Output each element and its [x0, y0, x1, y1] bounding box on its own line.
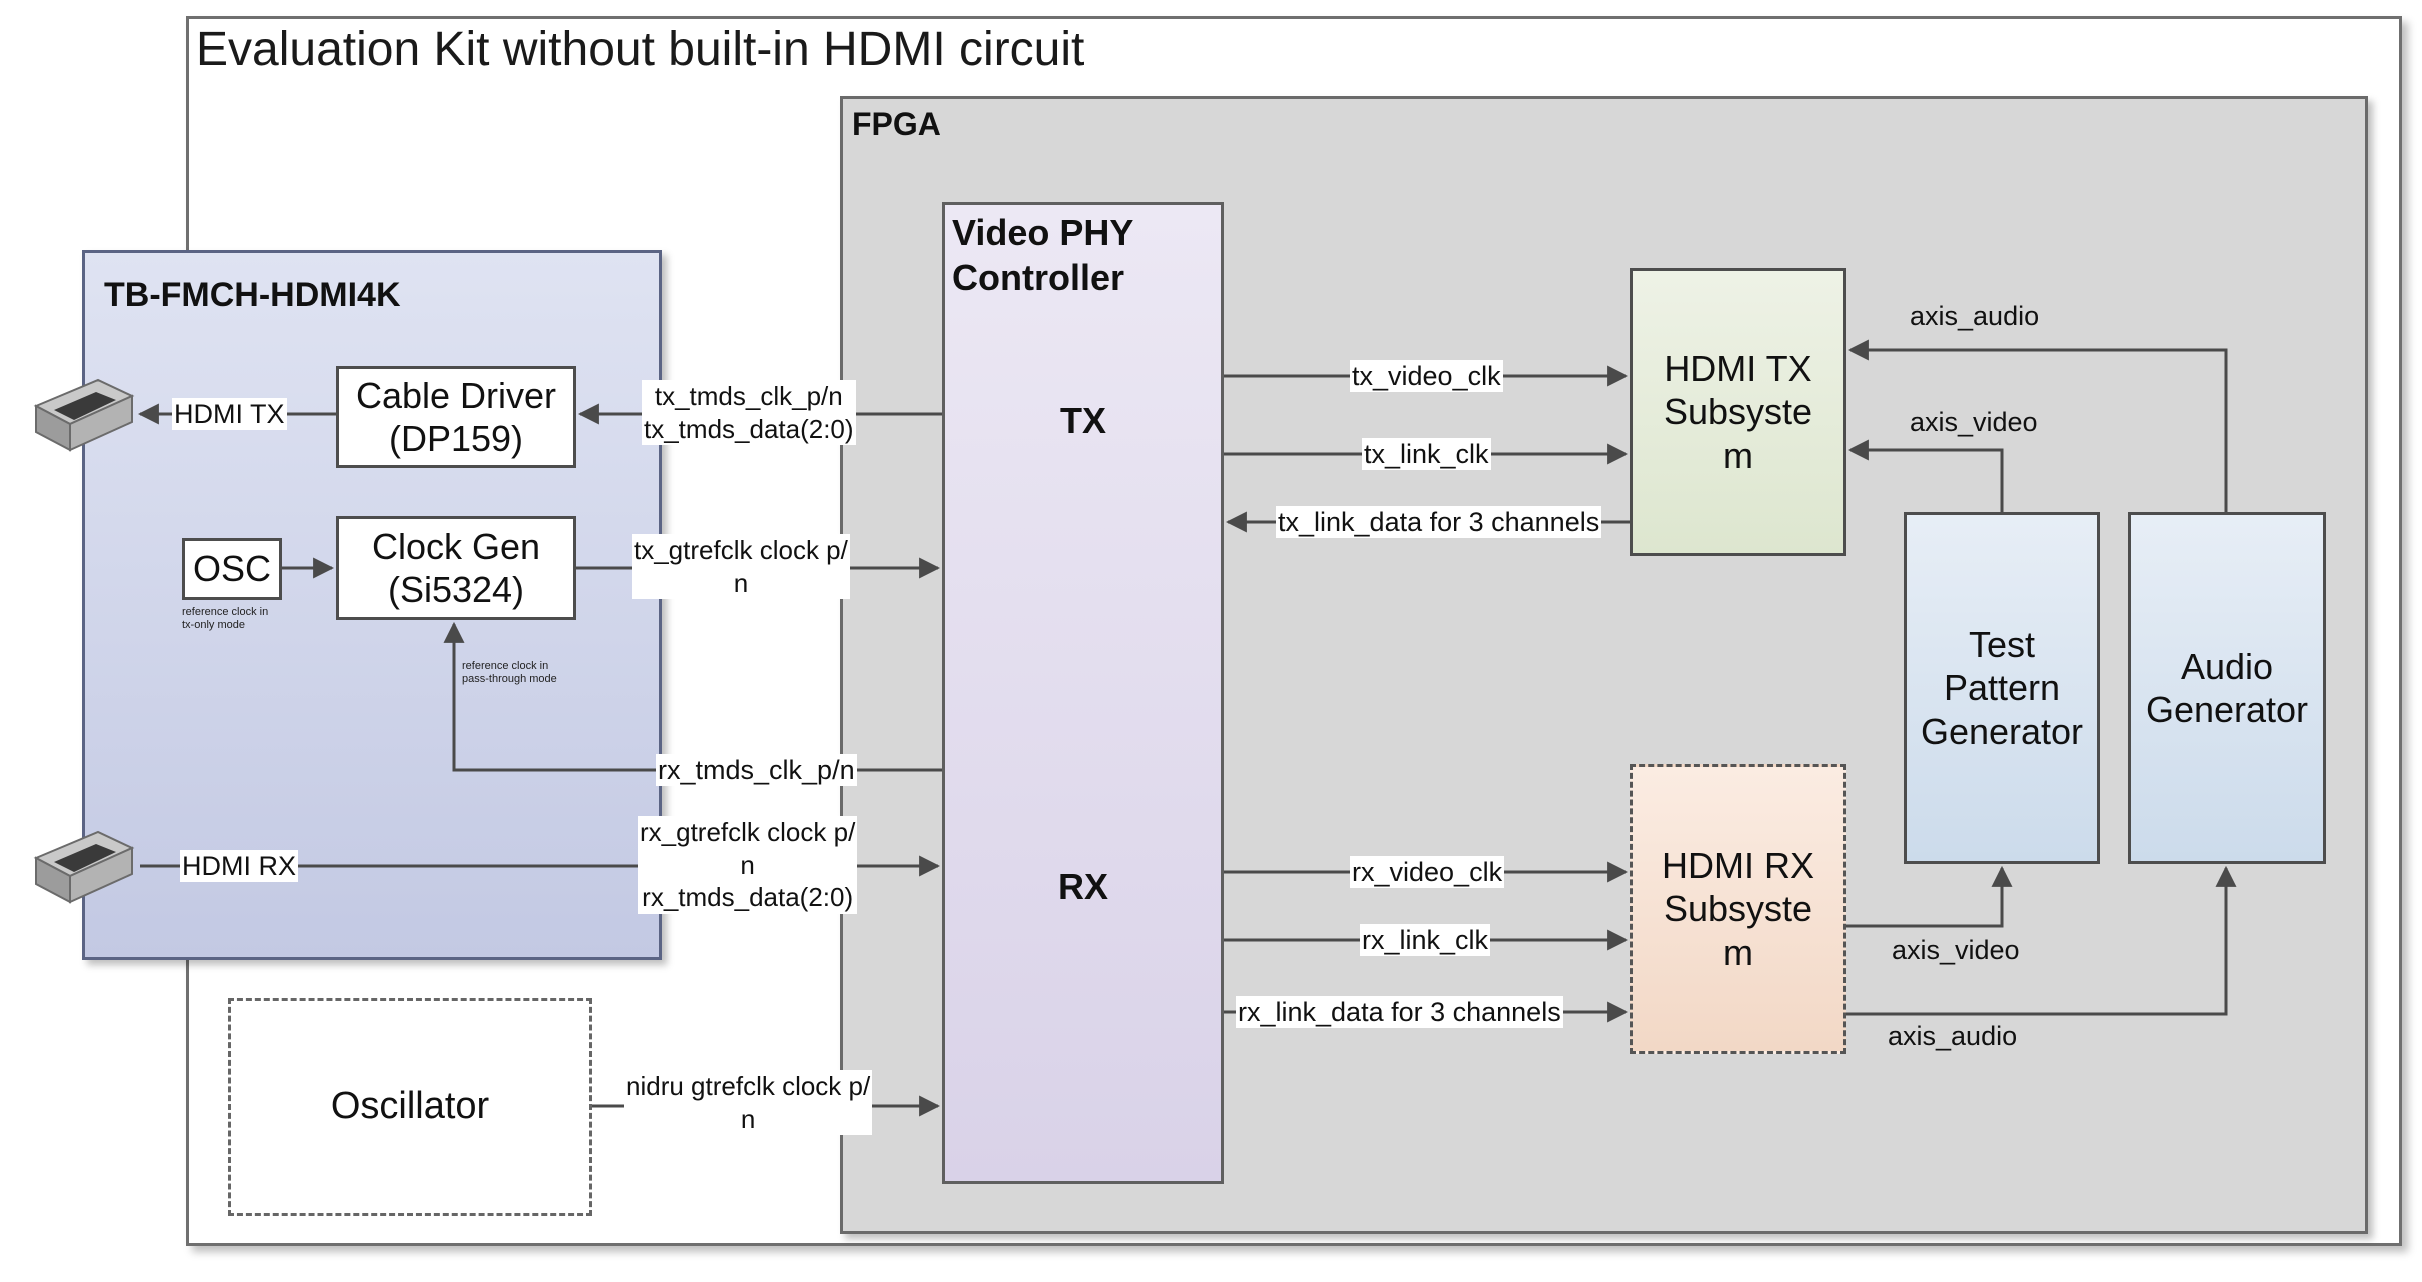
axis-video-tx-label: axis_video	[1910, 407, 2038, 437]
clock-gen-part: (Si5324)	[387, 569, 525, 610]
nidru-gtrefclk-label: nidru gtrefclk clock p/n	[624, 1070, 873, 1135]
clock-gen-block: Clock Gen(Si5324)	[336, 516, 576, 620]
hdmi-rx-connector-icon	[33, 830, 135, 904]
video-phy-tx-label: TX	[1059, 400, 1106, 441]
tx-link-data-label: tx_link_data for 3 channels	[1276, 506, 1602, 539]
tx-video-clk-label: tx_video_clk	[1350, 360, 1503, 393]
rx-video-clk-label: rx_video_clk	[1350, 856, 1505, 889]
video-phy-controller-block	[942, 202, 1224, 1184]
axis-video-rx-wire	[1846, 865, 2013, 928]
fmc-board-title: TB-FMCH-HDMI4K	[104, 276, 401, 314]
rx-link-clk-label: rx_link_clk	[1360, 924, 1491, 957]
fpga-title: FPGA	[852, 106, 941, 142]
axis-audio-tx-wire	[1847, 339, 2228, 512]
axis-video-tx-wire	[1847, 439, 2004, 512]
cable-driver-block: Cable Driver(DP159)	[336, 366, 576, 468]
hdmi-tx-connector-icon	[33, 378, 135, 452]
hdmi-rx-label: HDMI RX	[180, 850, 298, 883]
evaluation-kit-title: Evaluation Kit without built-in HDMI cir…	[196, 23, 1085, 76]
oscillator-label: Oscillator	[330, 1085, 490, 1128]
rx-tmds-clk-wire	[443, 621, 942, 772]
video-phy-rx-label: RX	[1057, 866, 1108, 907]
osc-block: OSC	[182, 538, 282, 600]
axis-audio-rx-wire	[1846, 865, 2237, 1016]
clock-gen-label: Clock Gen	[371, 525, 541, 567]
tx-link-clk-label: tx_link_clk	[1362, 438, 1491, 471]
cable-driver-part: (DP159)	[388, 418, 524, 459]
rx-tmds-clk-label: rx_tmds_clk_p/n	[656, 754, 857, 787]
cable-driver-label: Cable Driver	[355, 374, 557, 416]
hdmi-tx-label: HDMI TX	[172, 398, 287, 431]
axis-video-rx-label: axis_video	[1892, 935, 2020, 965]
tx-gtrefclk-label: tx_gtrefclk clock p/n	[632, 534, 850, 599]
axis-audio-tx-label: axis_audio	[1910, 301, 2040, 331]
oscillator-block: Oscillator	[228, 998, 592, 1216]
axis-audio-rx-label: axis_audio	[1888, 1021, 2018, 1051]
rx-link-data-label: rx_link_data for 3 channels	[1236, 996, 1563, 1029]
osc-label: OSC	[192, 548, 271, 590]
